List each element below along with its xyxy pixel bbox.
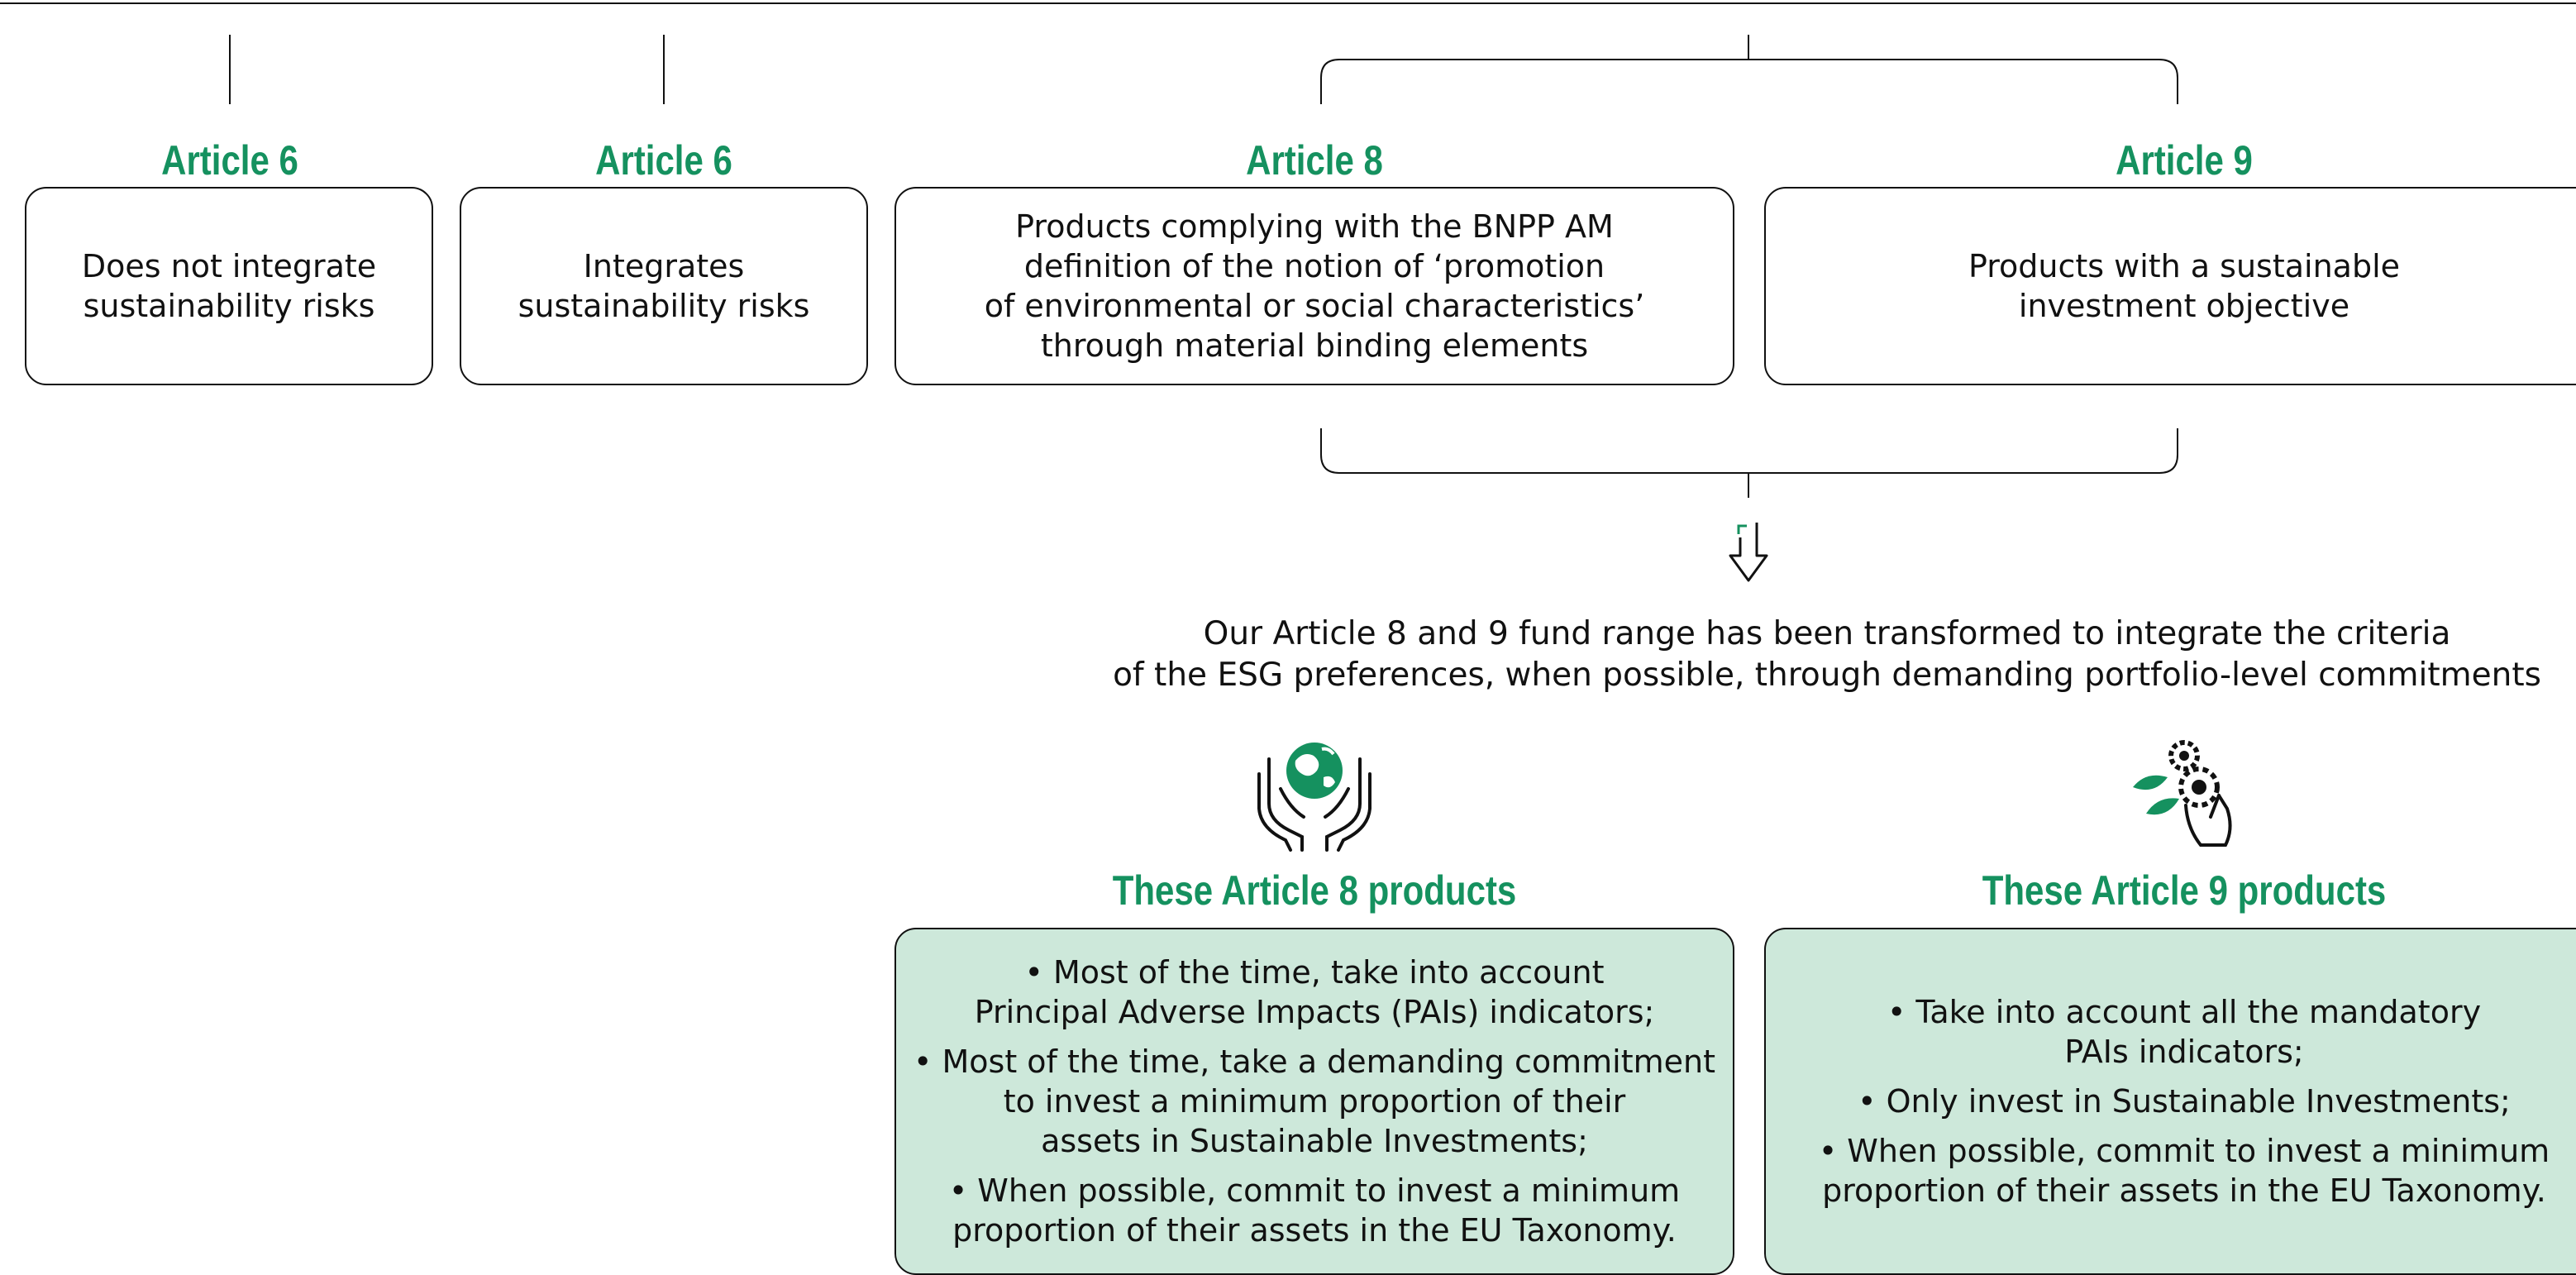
box-article6-integrating-text: Integrates sustainability risks: [518, 248, 810, 324]
heading-article9-products: These Article 9 products: [1982, 867, 2387, 914]
box-article9: Products with a sustainable investment o…: [1764, 187, 2576, 385]
summary-text: Our Article 8 and 9 fund range has been …: [1113, 615, 2541, 694]
article8-bullet-sustainable-investments: • Most of the time, take a demanding com…: [914, 1043, 1715, 1159]
box-article8-products: • Most of the time, take into account Pr…: [894, 928, 1734, 1275]
article8-bullet-pais: • Most of the time, take into account Pr…: [974, 954, 1655, 1030]
heading-article8-products: These Article 8 products: [1112, 867, 1517, 914]
box-article6-integrating: Integrates sustainability risks: [460, 187, 868, 385]
hands-globe-icon: [1257, 743, 1371, 852]
heading-article9: Article 9: [2116, 137, 2253, 184]
box-article8-text: Products complying with the BNPP AM defi…: [984, 208, 1645, 364]
bracket-top: [1320, 59, 2178, 104]
heading-article6-b: Article 6: [595, 137, 732, 184]
article8-bullet-eu-taxonomy: • When possible, commit to invest a mini…: [948, 1172, 1681, 1249]
article9-bullet-pais: • Take into account all the mandatory PA…: [1887, 994, 2482, 1070]
heading-article8: Article 8: [1246, 137, 1383, 184]
box-article9-text: Products with a sustainable investment o…: [1968, 248, 2401, 324]
box-article9-products: • Take into account all the mandatory PA…: [1764, 928, 2576, 1275]
down-arrow-icon: [1729, 523, 1768, 582]
article9-bullet-eu-taxonomy: • When possible, commit to invest a mini…: [1818, 1133, 2550, 1209]
heading-article6-a: Article 6: [161, 137, 298, 184]
box-article6-not-integrating-text: Does not integrate sustainability risks: [81, 248, 377, 324]
box-article6-not-integrating: Does not integrate sustainability risks: [25, 187, 433, 385]
hand-gears-leaves-icon: [2133, 740, 2232, 847]
bracket-bottom: [1320, 428, 2178, 474]
box-article8: Products complying with the BNPP AM defi…: [894, 187, 1734, 385]
article9-bullet-sustainable-investments: • Only invest in Sustainable Investments…: [1858, 1083, 2511, 1120]
